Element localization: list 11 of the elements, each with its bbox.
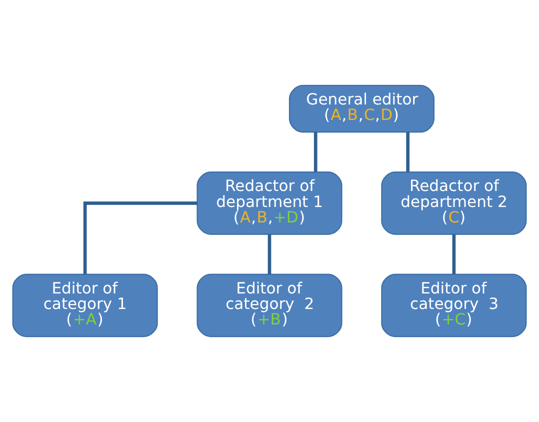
connector <box>406 132 410 172</box>
connector <box>268 234 272 274</box>
node-box: General editor (A,B,C,D) <box>288 84 434 133</box>
node-box: Redactor of department 2 (C) <box>381 172 527 235</box>
node-box: Editor of category 1 (+A) <box>12 274 158 338</box>
connector <box>83 202 198 274</box>
connector <box>314 132 318 172</box>
connector <box>452 234 456 274</box>
node-box: Editor of category 3 (+C) <box>381 274 527 338</box>
node-box: Editor of category 2 (+B) <box>196 274 342 338</box>
node-box: Redactor of department 1 (A,B,+D) <box>196 172 342 235</box>
